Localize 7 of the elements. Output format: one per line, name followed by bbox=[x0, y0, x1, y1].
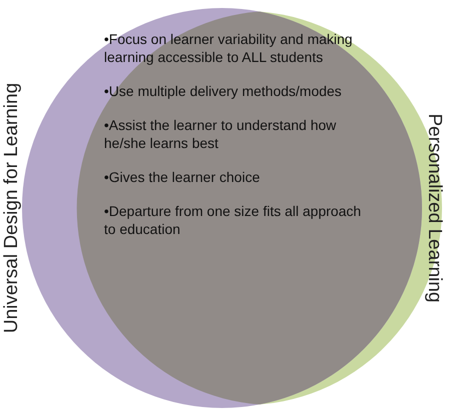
bullet-point: •Assist the learner to understand how he/she learns best bbox=[104, 116, 338, 152]
bullet-point: •Focus on learner variability and making learning accessible to ALL students bbox=[104, 30, 354, 66]
bullet-point: •Departure from one size fits all approach to education bbox=[104, 202, 362, 238]
circle-heading: Personalized Learning bbox=[423, 113, 446, 303]
circle-heading: Universal Design for Learning bbox=[0, 82, 23, 334]
bullet-point: •Gives the learner choice bbox=[104, 168, 261, 186]
bullet-point: •Use multiple delivery methods/modes bbox=[104, 82, 343, 100]
